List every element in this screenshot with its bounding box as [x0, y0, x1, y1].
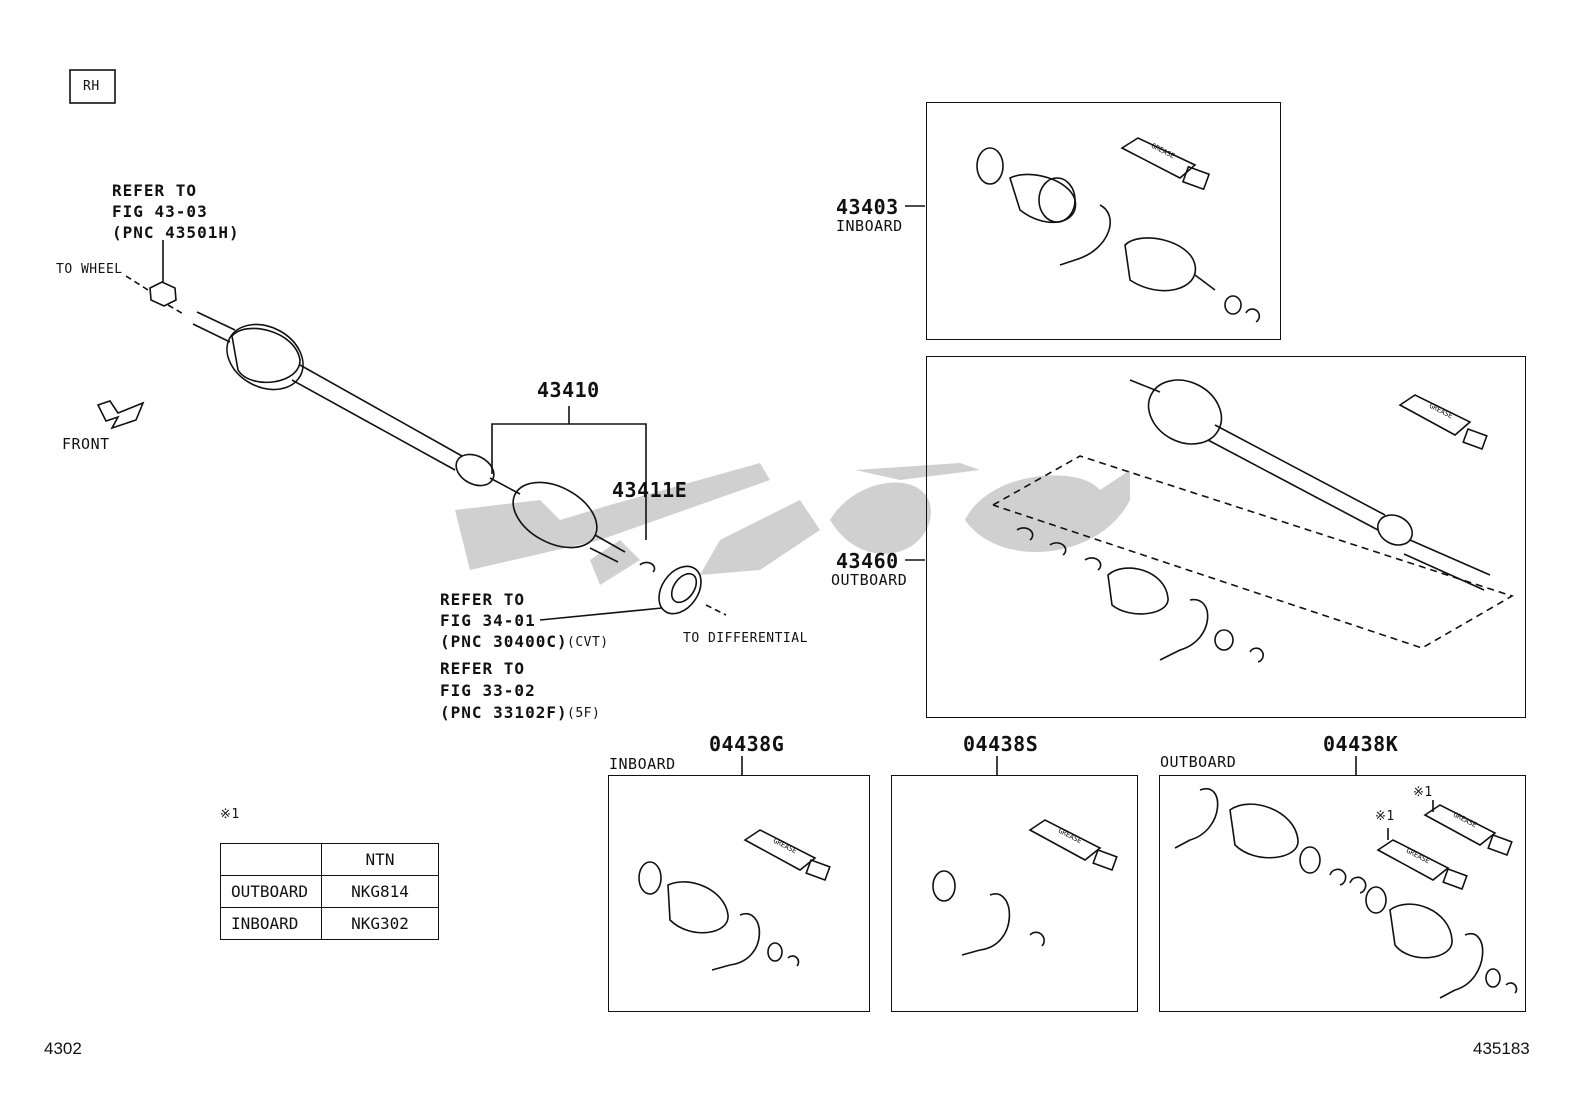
front-label: FRONT — [62, 435, 110, 453]
note-table-cell: OUTBOARD — [220, 875, 322, 908]
label-43460-outboard: OUTBOARD — [831, 571, 908, 589]
footer-figure-number: 4302 — [44, 1039, 82, 1058]
part-number-43460: 43460 — [836, 549, 899, 573]
part-number-04438g: 04438G — [709, 732, 785, 756]
ref-5f-line2: FIG 33-02 — [440, 681, 536, 700]
to-differential-label: TO DIFFERENTIAL — [683, 631, 808, 646]
part-number-04438k: 04438K — [1323, 732, 1399, 756]
table-row: INBOARD NKG302 — [220, 907, 439, 940]
part-number-43403: 43403 — [836, 195, 899, 219]
note-table-header-ntn: NTN — [321, 843, 439, 876]
note-mark-k1: ※1 — [1413, 785, 1433, 800]
ref-cvt-line1: REFER TO — [440, 590, 526, 609]
table-row: OUTBOARD NKG814 — [220, 875, 439, 908]
kit-box-04438g — [608, 775, 870, 1012]
footer-illustration-number: 435183 — [1473, 1039, 1530, 1058]
ref-cvt-line3: (PNC 30400C) — [440, 632, 568, 651]
ref-5f-line1: REFER TO — [440, 659, 526, 678]
ref-wheel-line1: REFER TO — [112, 181, 198, 200]
to-wheel-label: TO WHEEL — [56, 262, 123, 277]
note-table-header-empty — [220, 843, 322, 876]
ref-cvt-suffix: (CVT) — [567, 635, 609, 650]
note-table-cell: NKG302 — [321, 907, 439, 940]
kit-box-04438s — [891, 775, 1138, 1012]
part-number-43411e: 43411E — [612, 478, 688, 502]
note-table: NTN OUTBOARD NKG814 INBOARD NKG302 — [220, 843, 439, 940]
ref-cvt-line2: FIG 34-01 — [440, 611, 536, 630]
ref-wheel-line2: FIG 43-03 — [112, 202, 208, 221]
note-table-cell: NKG814 — [321, 875, 439, 908]
part-number-04438s: 04438S — [963, 732, 1039, 756]
kit-box-43460 — [926, 356, 1526, 718]
part-number-43410: 43410 — [537, 378, 600, 402]
ref-5f-suffix: (5F) — [567, 706, 601, 721]
ref-wheel-line3: (PNC 43501H) — [112, 223, 240, 242]
note-table-header-row: NTN — [220, 843, 439, 876]
note-table-cell: INBOARD — [220, 907, 322, 940]
kit-box-04438k — [1159, 775, 1526, 1012]
label-04438k-outboard: OUTBOARD — [1160, 753, 1237, 771]
kit-box-43403 — [926, 102, 1281, 340]
watermark-logo — [455, 463, 1130, 585]
ref-5f-line3: (PNC 33102F) — [440, 703, 568, 722]
rh-badge: RH — [83, 79, 100, 94]
label-04438g-inboard: INBOARD — [609, 755, 676, 773]
note-table-mark: ※1 — [220, 807, 240, 822]
label-43403-inboard: INBOARD — [836, 217, 903, 235]
note-mark-k2: ※1 — [1375, 809, 1395, 824]
